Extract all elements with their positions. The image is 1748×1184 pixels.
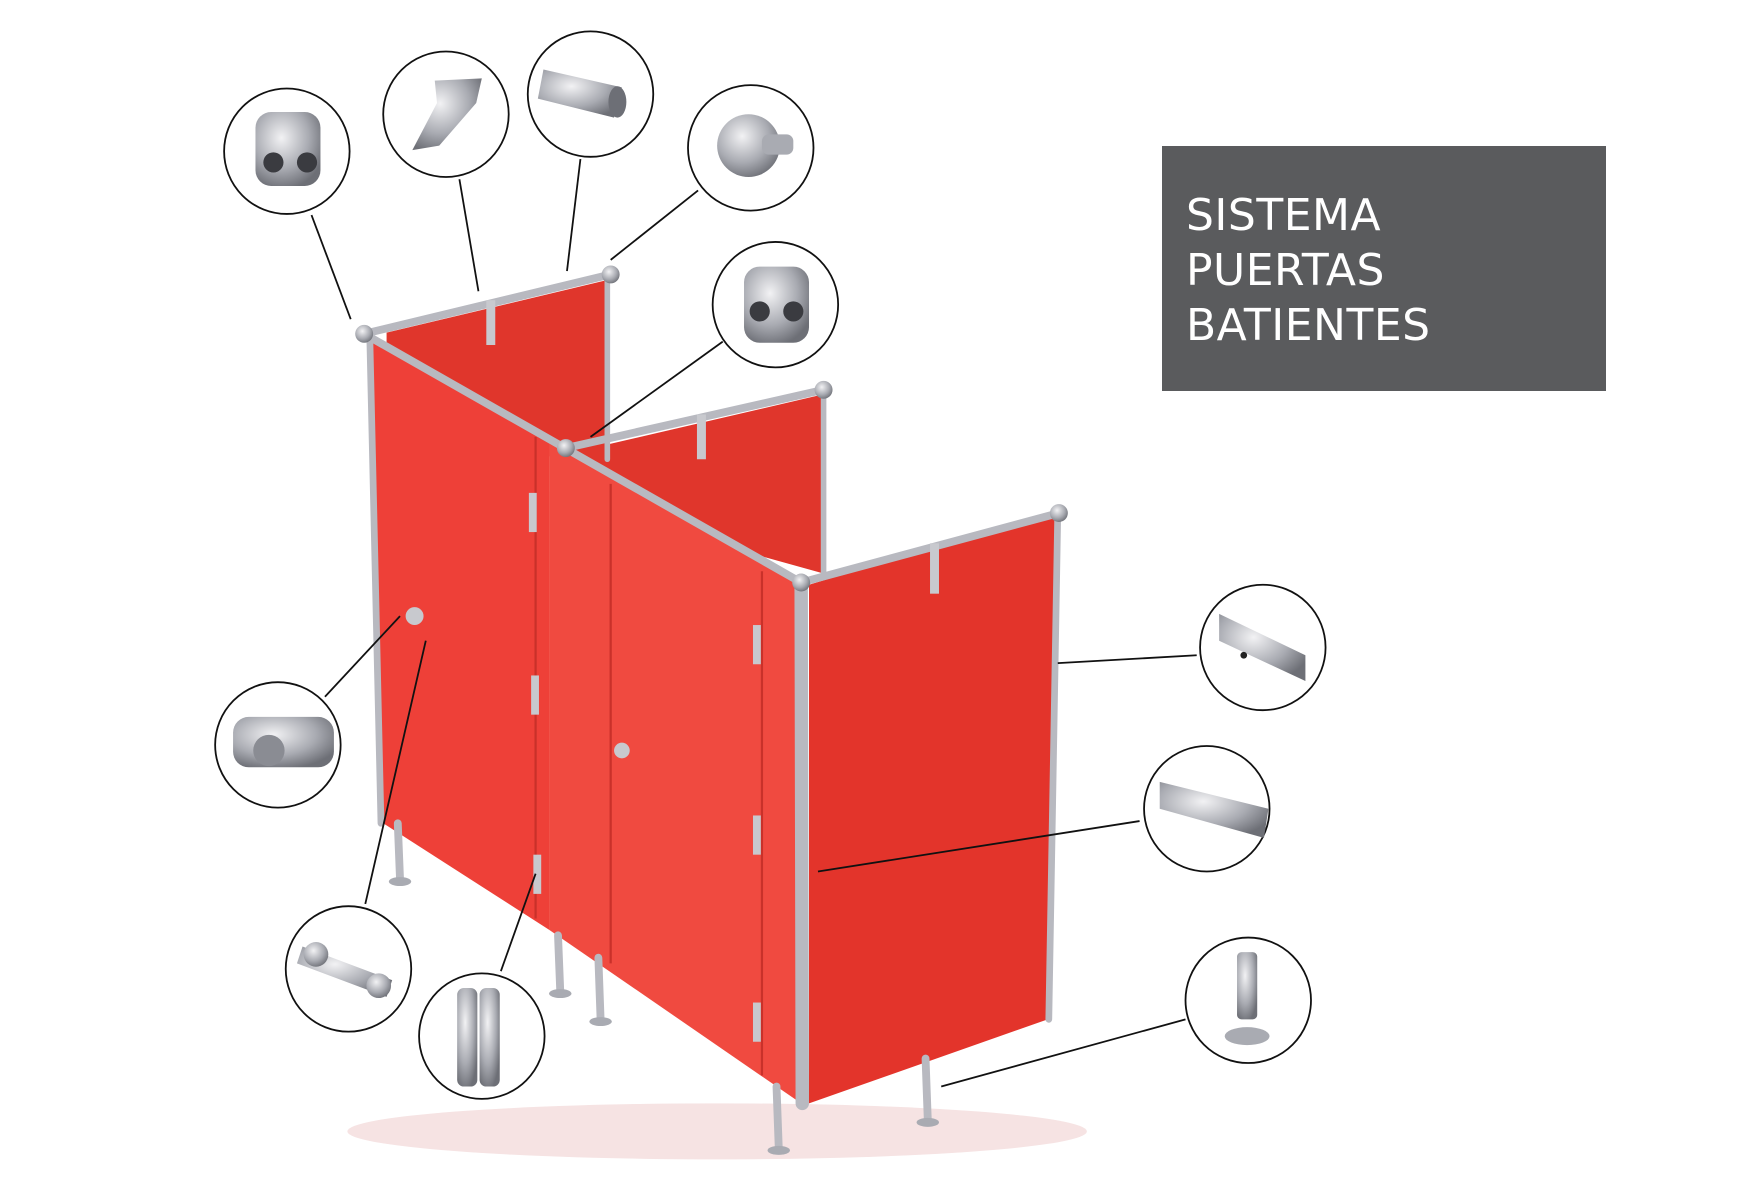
door-knob-icon <box>284 905 413 1033</box>
tube-rail-icon <box>526 30 655 158</box>
u-channel-profile-icon <box>1199 583 1327 712</box>
rail-bracket-icon <box>382 50 510 178</box>
legs <box>393 819 932 1153</box>
door-hinge-icon <box>418 972 546 1100</box>
adjustable-leg-icon <box>1184 936 1312 1064</box>
callout-lines <box>310 158 1197 1088</box>
title-box: SISTEMA PUERTAS BATIENTES <box>1162 146 1606 391</box>
cross-connector-knob-icon <box>223 87 351 215</box>
cubicle-structure <box>347 265 1087 1160</box>
back-wall-middle <box>582 394 824 574</box>
corner-connector-icon <box>711 241 840 369</box>
front-door-middle <box>549 443 802 1104</box>
wall-flange-icon <box>687 84 815 212</box>
angle-profile-icon <box>1143 745 1271 873</box>
side-wall-right <box>809 509 1059 1104</box>
door-lock-indicator-icon <box>214 681 342 809</box>
front-door-left <box>372 341 550 930</box>
title-line-3: BATIENTES <box>1186 300 1431 351</box>
title-line-2: PUERTAS <box>1186 245 1385 296</box>
title-line-1: SISTEMA <box>1186 190 1382 241</box>
